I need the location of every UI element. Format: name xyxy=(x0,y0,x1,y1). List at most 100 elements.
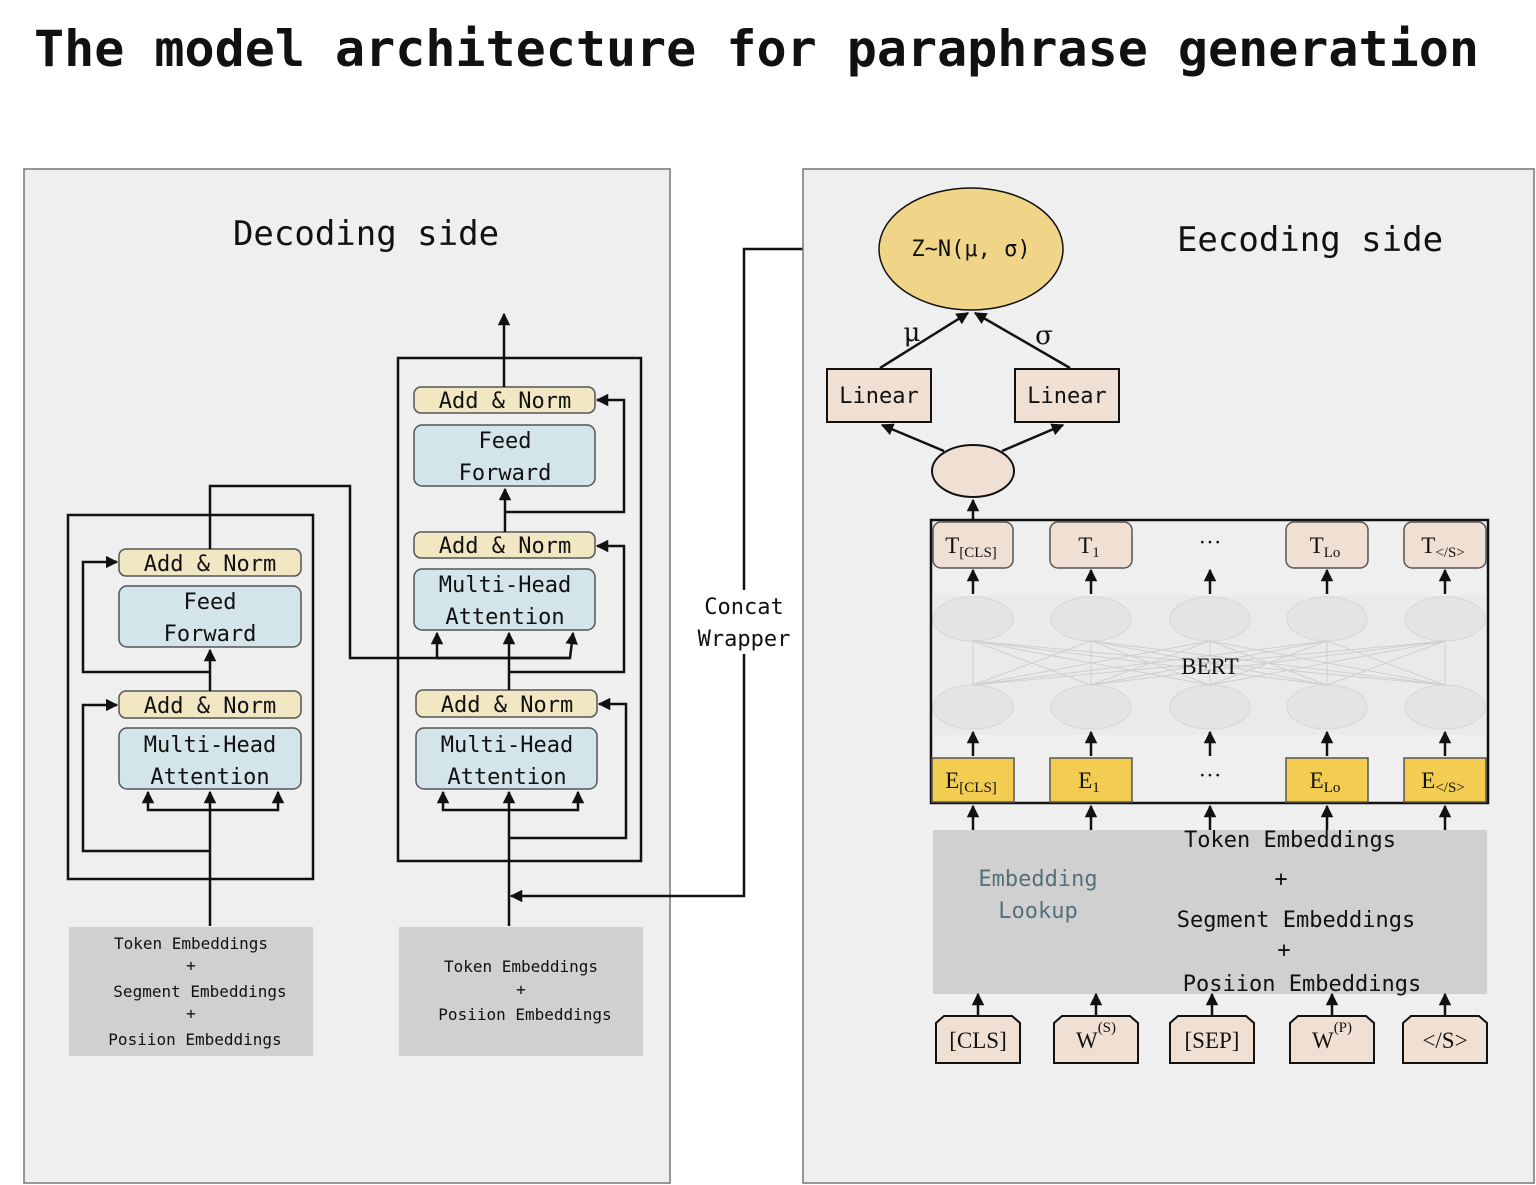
decoder-block-frame xyxy=(396,356,643,863)
decoder-feed-forward-label-1: Feed xyxy=(479,429,532,454)
bert-connection xyxy=(972,640,1211,686)
decoder-self-attention-label-1: Multi-Head xyxy=(441,733,573,758)
encoder-qkv-split xyxy=(141,790,285,812)
right-emb-token-label: Token Embeddings xyxy=(1184,828,1396,853)
embedding-lookup-label-1: Embedding xyxy=(978,867,1097,892)
bert-connection xyxy=(1209,640,1446,686)
page-title: The model architecture for paraphrase ge… xyxy=(34,20,1479,78)
right-embeddings-box xyxy=(399,927,643,1056)
bert-hidden-node-lower xyxy=(932,684,1014,730)
left-emb-position: Posiion Embeddings xyxy=(108,1030,281,1049)
bert-hidden-node-lower xyxy=(1169,684,1251,730)
pool-to-linear-right xyxy=(1001,423,1065,453)
right-emb-plus-2: + xyxy=(1277,938,1290,963)
encoder-feed-forward xyxy=(118,585,302,648)
encoder-add-norm-bottom-label: Add & Norm xyxy=(144,694,276,719)
encoder-feed-forward-label-2: Forward xyxy=(164,622,257,647)
bert-hidden-node-lower xyxy=(1050,684,1132,730)
decoder-residual-3 xyxy=(505,393,626,514)
decoder-feed-forward xyxy=(413,424,596,487)
decoder-self-qkv-split xyxy=(436,790,585,812)
right-emb-plus-1: + xyxy=(1274,867,1287,892)
decoder-feed-forward-label-2: Forward xyxy=(459,461,552,486)
linear-right-label: Linear xyxy=(1027,384,1106,409)
bert-connection xyxy=(972,640,1446,686)
bert-embedding-token xyxy=(1285,757,1369,803)
bert-embedding-token xyxy=(1403,757,1487,803)
encoder-attention-label-2: Attention xyxy=(150,765,269,790)
encoder-residual-2 xyxy=(81,555,210,674)
bert-hidden-node-upper xyxy=(1404,596,1486,642)
encoder-attention xyxy=(118,727,302,790)
encoder-residual-1 xyxy=(81,698,210,853)
concat-label-bg xyxy=(694,590,794,654)
decoding-side-title: Decoding side xyxy=(233,214,499,254)
decoder-add-norm-bottom-label: Add & Norm xyxy=(441,693,573,718)
input-token xyxy=(1169,1015,1255,1064)
bert-output-token xyxy=(1403,521,1487,569)
mu-arrow xyxy=(879,311,970,370)
decoder-cross-attention-label-2: Attention xyxy=(445,605,564,630)
pool-to-linear-left xyxy=(880,423,945,453)
input-token xyxy=(1402,1015,1488,1064)
input-token xyxy=(1053,1015,1139,1064)
embedding-lookup-label-2: Lookup xyxy=(998,899,1077,924)
bert-connection xyxy=(972,640,1328,686)
bert-label: BERT xyxy=(1181,654,1238,679)
encoder-attention-label-1: Multi-Head xyxy=(144,733,276,758)
right-emb-segment-label: Segment Embeddings xyxy=(1177,908,1415,933)
sigma-label: σ xyxy=(1035,321,1053,351)
latent-label: Z~N(μ, σ) xyxy=(911,237,1030,262)
bert-connection xyxy=(1090,640,1446,686)
bert-hidden-node-lower xyxy=(1286,684,1368,730)
bert-embedding-token xyxy=(931,757,1015,803)
input-token xyxy=(935,1015,1021,1064)
linear-right-box xyxy=(1014,368,1120,423)
left-embeddings-box xyxy=(69,927,313,1056)
bert-hidden-node-upper xyxy=(1169,596,1251,642)
bert-embedding-token xyxy=(1049,757,1133,803)
input-token xyxy=(1289,1015,1375,1064)
sigma-arrow xyxy=(973,311,1071,370)
bert-output-token xyxy=(1285,521,1369,569)
decoder-cross-attention-label-1: Multi-Head xyxy=(439,573,571,598)
bert-connection xyxy=(1326,640,1446,686)
input-token-label: [CLS] xyxy=(949,1028,1007,1053)
latent-ellipse xyxy=(878,187,1064,311)
input-token-label: </S> xyxy=(1422,1028,1467,1053)
encoder-feed-forward-label-1: Feed xyxy=(184,590,237,615)
bert-hidden-node-upper xyxy=(932,596,1014,642)
decoder-add-norm-top-label: Add & Norm xyxy=(439,389,571,414)
decoder-self-attention-label-2: Attention xyxy=(447,765,566,790)
right-emb-position: Posiion Embeddings xyxy=(438,1005,611,1024)
bert-output-token xyxy=(1049,521,1133,569)
concat-label-1: Concat xyxy=(704,595,783,620)
decoder-self-attention xyxy=(415,727,598,790)
left-emb-plus-1: + xyxy=(186,956,196,975)
decoder-residual-1 xyxy=(509,697,628,840)
decoder-cross-attention xyxy=(413,568,596,631)
input-token-label: [SEP] xyxy=(1185,1028,1240,1053)
decoder-add-norm-middle-label: Add & Norm xyxy=(439,534,571,559)
embedding-lookup-box xyxy=(933,830,1487,994)
right-emb-position-label: Posiion Embeddings xyxy=(1183,972,1421,997)
decoder-residual-2 xyxy=(509,539,626,674)
encoder-block-frame xyxy=(66,513,315,881)
linear-left-label: Linear xyxy=(839,384,918,409)
linear-left-box xyxy=(826,368,932,423)
bert-inputs: [CLS]W(S)[SEP]W(P)</S> xyxy=(935,992,1488,1064)
encoder-output-line xyxy=(208,484,570,660)
bert-network xyxy=(932,595,1486,735)
bert-output-ellipsis: ··· xyxy=(1199,530,1222,555)
concat-label-2: Wrapper xyxy=(698,627,791,652)
encoder-add-norm-top-label: Add & Norm xyxy=(144,552,276,577)
pooled-node xyxy=(931,444,1015,498)
mu-label: μ xyxy=(904,318,921,348)
bert-output-token xyxy=(932,521,1014,569)
left-emb-segment: Segment Embeddings xyxy=(113,982,286,1001)
bert-hidden-node-upper xyxy=(1050,596,1132,642)
bert-embedding-ellipsis: ··· xyxy=(1199,763,1222,788)
